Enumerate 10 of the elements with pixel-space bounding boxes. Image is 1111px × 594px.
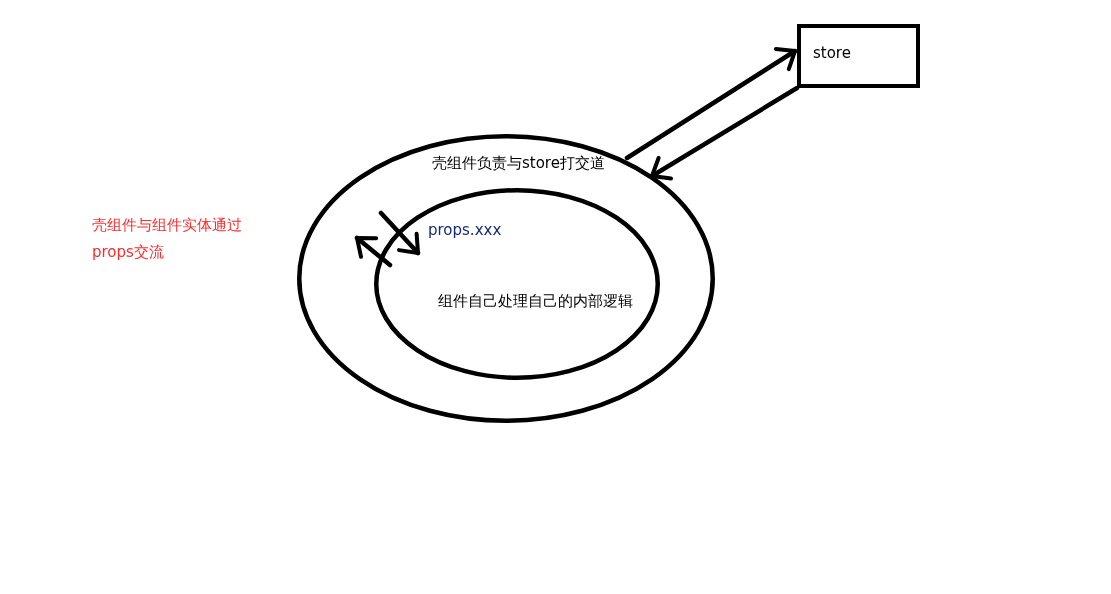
node-label: 组件自己处理自己的内部逻辑: [438, 291, 633, 311]
node-label: 壳组件负责与store打交道: [432, 153, 605, 173]
edge-label: props.xxx: [428, 220, 502, 240]
arrow: [624, 46, 798, 161]
arrow: [378, 210, 421, 256]
arrow: [354, 235, 393, 268]
node-label: store: [813, 43, 851, 63]
arrow: [649, 85, 800, 181]
box: [797, 24, 920, 88]
note-text: 壳组件与组件实体通过props交流: [92, 215, 243, 263]
